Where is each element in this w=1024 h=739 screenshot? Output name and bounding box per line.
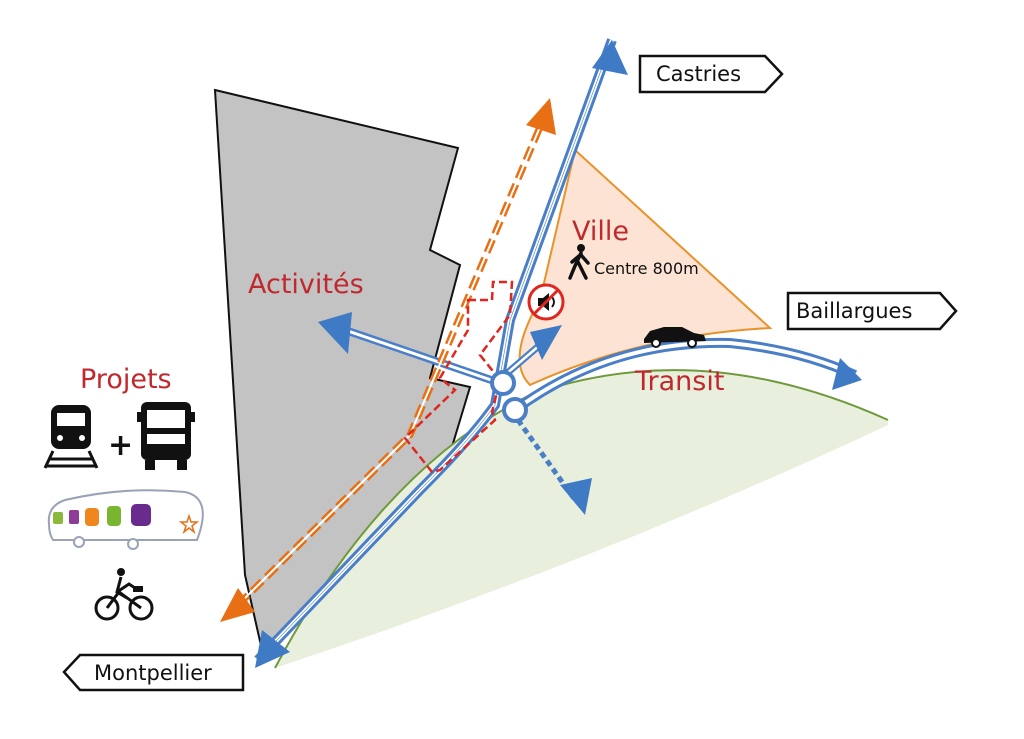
label-plus: + [108,428,133,463]
arrow-ville [530,325,562,360]
orange-arrow-north [526,98,556,135]
arrow-montpellier [255,630,290,668]
sign-montpellier-label: Montpellier [94,661,212,685]
activites-zone [213,88,472,652]
sign-castries-label: Castries [656,62,741,86]
label-transit: Transit [634,366,724,397]
orange-arrow-south [220,588,255,622]
roundabout-icon [490,370,528,423]
cyclist-icon [94,568,154,621]
car-icon [644,327,706,348]
project-outline [403,280,514,474]
no-noise-icon [527,283,565,321]
label-activites: Activités [248,269,364,300]
label-projets: Projets [80,364,172,395]
arrow-castries [592,40,628,75]
label-centre: Centre 800m [594,259,699,278]
arrow-baillargues [832,358,862,390]
sign-castries: Castries [638,54,784,94]
tram-icon [47,489,204,550]
arrow-activites [318,312,352,354]
ville-zone [518,148,773,387]
label-ville: Ville [572,216,629,247]
sign-baillargues: Baillargues [786,291,958,331]
truck-icon [137,402,195,470]
arrow-south [560,478,592,515]
sign-baillargues-label: Baillargues [796,299,912,323]
pedestrian-icon [568,244,590,280]
sign-montpellier: Montpellier [62,653,245,692]
transit-zone [275,370,888,668]
train-icon [43,405,99,469]
